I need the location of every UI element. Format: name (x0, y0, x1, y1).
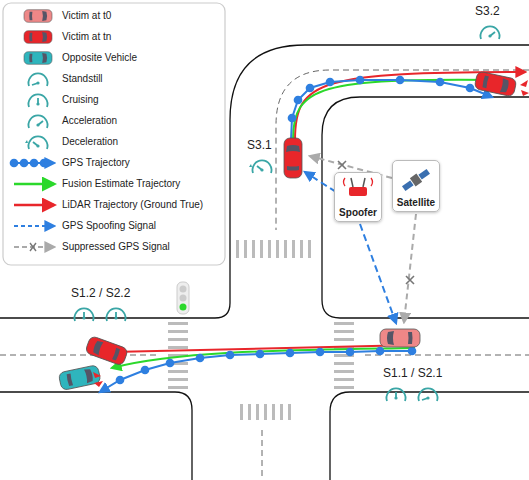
legend-entry: Victim at t0 (62, 10, 111, 21)
legend-entry: GPS Spoofing Signal (62, 220, 156, 231)
stage-label: S3.2 (474, 4, 501, 18)
stage-label: S1.1 / S2.1 (382, 366, 443, 380)
legend-entry: Deceleration (62, 136, 118, 147)
node-label: Spoofer (335, 207, 381, 218)
legend-entry: Acceleration (62, 115, 117, 126)
legend-entry: Fusion Estimate Trajectory (62, 178, 180, 189)
stage-label: S3.1 (246, 138, 273, 152)
node-label: Satellite (393, 197, 439, 208)
legend-entry: Suppressed GPS Signal (62, 241, 170, 252)
legend-entry: Standstill (62, 73, 103, 84)
legend-entry: LiDAR Trajectory (Ground True) (62, 199, 203, 210)
legend-entry: GPS Trajectory (62, 157, 130, 168)
legend-entry: Victim at tn (62, 31, 111, 42)
legend-entry: Opposite Vehicle (62, 52, 137, 63)
icon-box: Spoofer (334, 172, 382, 222)
icon-box: Satellite (392, 160, 440, 212)
stage-label: S1.2 / S2.2 (70, 286, 131, 300)
legend-entry: Cruising (62, 94, 99, 105)
